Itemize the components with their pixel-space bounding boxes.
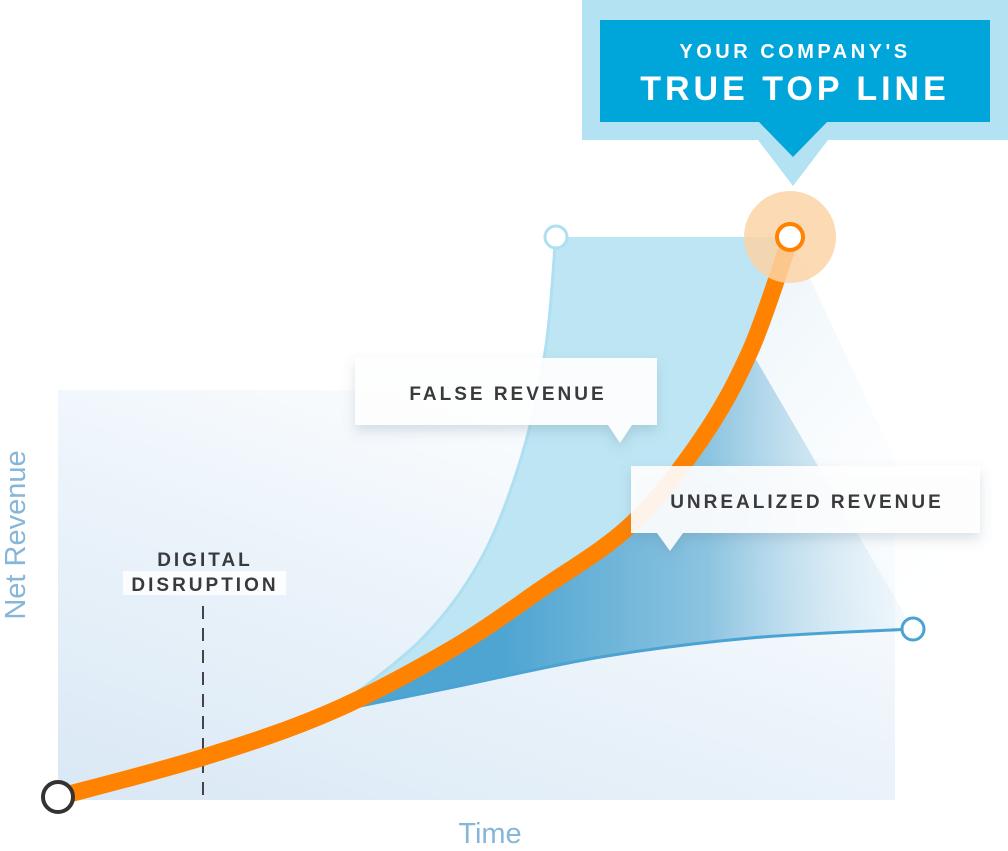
true-top-line [49,228,800,806]
top-line-end-marker [775,222,805,252]
false-revenue-end-marker [543,224,569,250]
unrealized-revenue-text: UNREALIZED REVENUE [670,492,944,513]
disruption-label-line2: DISRUPTION [131,575,278,596]
false-revenue-label [355,358,657,443]
x-axis-label: Time [458,818,521,850]
false-revenue-line [329,236,558,714]
actual-revenue-end-marker [900,616,926,642]
false-revenue-area [330,237,791,712]
disruption-label-line1: DIGITAL [157,550,253,571]
top-line-callout: YOUR COMPANY'S TRUE TOP LINE [582,0,1008,186]
unrealized-revenue-area [330,350,913,712]
y-axis-label: Net Revenue [0,450,32,619]
unrealized-revenue-label [631,466,980,551]
false-revenue-text: FALSE REVENUE [409,384,606,405]
callout-line2: TRUE TOP LINE [640,70,950,108]
disruption-label-bg [123,571,286,595]
actual-revenue-line [330,627,914,714]
start-point-marker [41,780,75,814]
callout-line1: YOUR COMPANY'S [679,41,910,63]
